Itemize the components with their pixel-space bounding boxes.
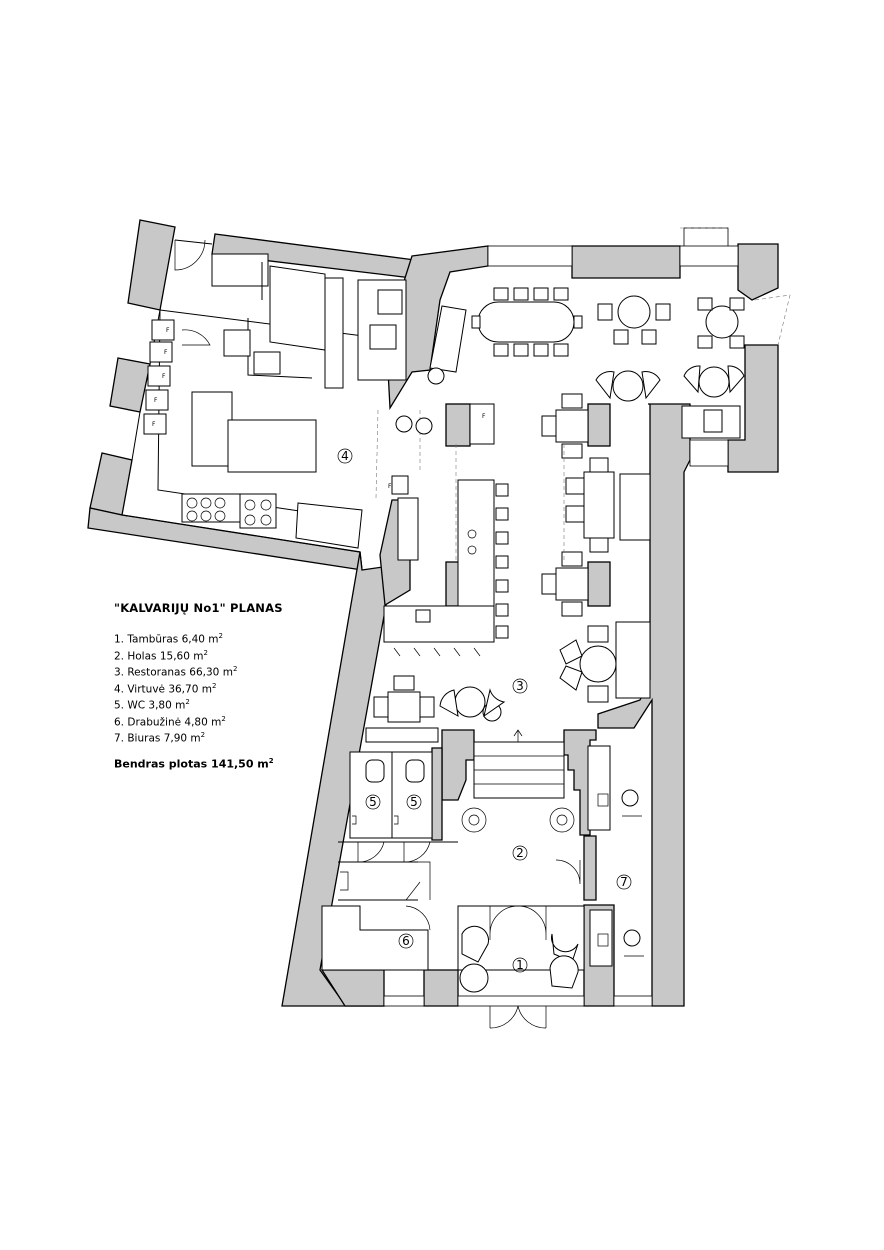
fridges <box>143 319 175 435</box>
room-entry-text: 4. Virtuvė 36,70 m <box>114 683 212 695</box>
room-label-1: 1 <box>516 958 524 972</box>
column-2 <box>587 561 611 607</box>
room-entry-text: 6. Drabužinė 4,80 m <box>114 716 222 728</box>
room-entry-text: 7. Biuras 7,90 m <box>114 732 201 745</box>
room-entry-sup: 2 <box>211 681 217 690</box>
room-labels: 4 3 5 5 2 7 6 1 <box>337 448 632 973</box>
column-1 <box>587 403 611 447</box>
north-wall-east <box>571 245 681 279</box>
room-entry: 4. Virtuvė 36,70 m2 <box>114 680 334 697</box>
interior-lines <box>121 227 791 1029</box>
plants <box>461 807 575 833</box>
total-area-text: Bendras plotas 141,50 m <box>114 757 269 771</box>
room-label-7: 7 <box>620 875 628 889</box>
kitchen-west-wall <box>127 219 176 311</box>
fridge-marks: F F F F F F F <box>152 327 486 490</box>
kitchen-west-wall-low <box>89 452 133 516</box>
kitchen-west-wall-mid <box>109 357 151 413</box>
fridge-mark: F <box>152 421 156 428</box>
walls <box>87 219 779 1007</box>
fridge-mark: F <box>482 413 486 420</box>
east-wall-top <box>737 243 779 301</box>
room-entry-sup: 2 <box>218 632 223 640</box>
wc-partition <box>431 747 443 841</box>
room-label-5b: 5 <box>410 795 418 809</box>
fridge-mark: F <box>164 349 168 356</box>
fridge-mark: F <box>154 397 158 404</box>
round-tables <box>439 295 745 722</box>
stair-wall-west <box>441 729 475 801</box>
column-3 <box>445 403 471 447</box>
room-label-4: 4 <box>341 449 349 463</box>
room-entry: 6. Drabužinė 4,80 m2 <box>114 713 334 730</box>
room-entry: 2. Holas 15,60 m2 <box>114 647 334 664</box>
room-entry-sup: 2 <box>203 648 208 657</box>
room-label-3: 3 <box>516 679 524 693</box>
room-entry-sup: 2 <box>200 731 206 739</box>
room-list: 1. Tambūras 6,40 m2 2. Holas 15,60 m2 3.… <box>114 630 334 746</box>
room-label-6: 6 <box>402 934 410 948</box>
south-wall-mid <box>423 969 459 1007</box>
room-entry-text: 5. WC 3,80 m <box>114 699 186 712</box>
fridge-mark: F <box>388 483 392 490</box>
room-entry: 3. Restoranas 66,30 m2 <box>114 663 334 680</box>
room-entry-text: 2. Holas 15,60 m <box>114 650 204 662</box>
fridge-mark: F <box>166 327 170 334</box>
room-label-2: 2 <box>516 846 524 860</box>
room-entry-sup: 2 <box>221 714 226 723</box>
room-entry-text: 1. Tambūras 6,40 m <box>114 633 219 646</box>
total-area: Bendras plotas 141,50 m2 <box>114 757 334 771</box>
plan-title: "KALVARIJŲ No1" PLANAS <box>114 601 283 615</box>
staircase <box>473 729 565 799</box>
room-entry: 5. WC 3,80 m2 <box>114 696 334 713</box>
room-label-5a: 5 <box>369 795 377 809</box>
square-tables <box>373 393 589 723</box>
room-entry-text: 3. Restoranas 66,30 m <box>114 666 233 679</box>
plan-legend: "KALVARIJŲ No1" PLANAS 1. Tambūras 6,40 … <box>114 601 334 770</box>
room-entry: 1. Tambūras 6,40 m2 <box>114 630 334 647</box>
room-entry: 7. Biuras 7,90 m2 <box>114 729 334 746</box>
room-entry-sup: 2 <box>185 698 190 706</box>
total-area-sup: 2 <box>268 756 274 765</box>
fridge-mark: F <box>162 373 166 380</box>
office-wall-west <box>583 835 597 901</box>
room-entry-sup: 2 <box>232 665 238 673</box>
